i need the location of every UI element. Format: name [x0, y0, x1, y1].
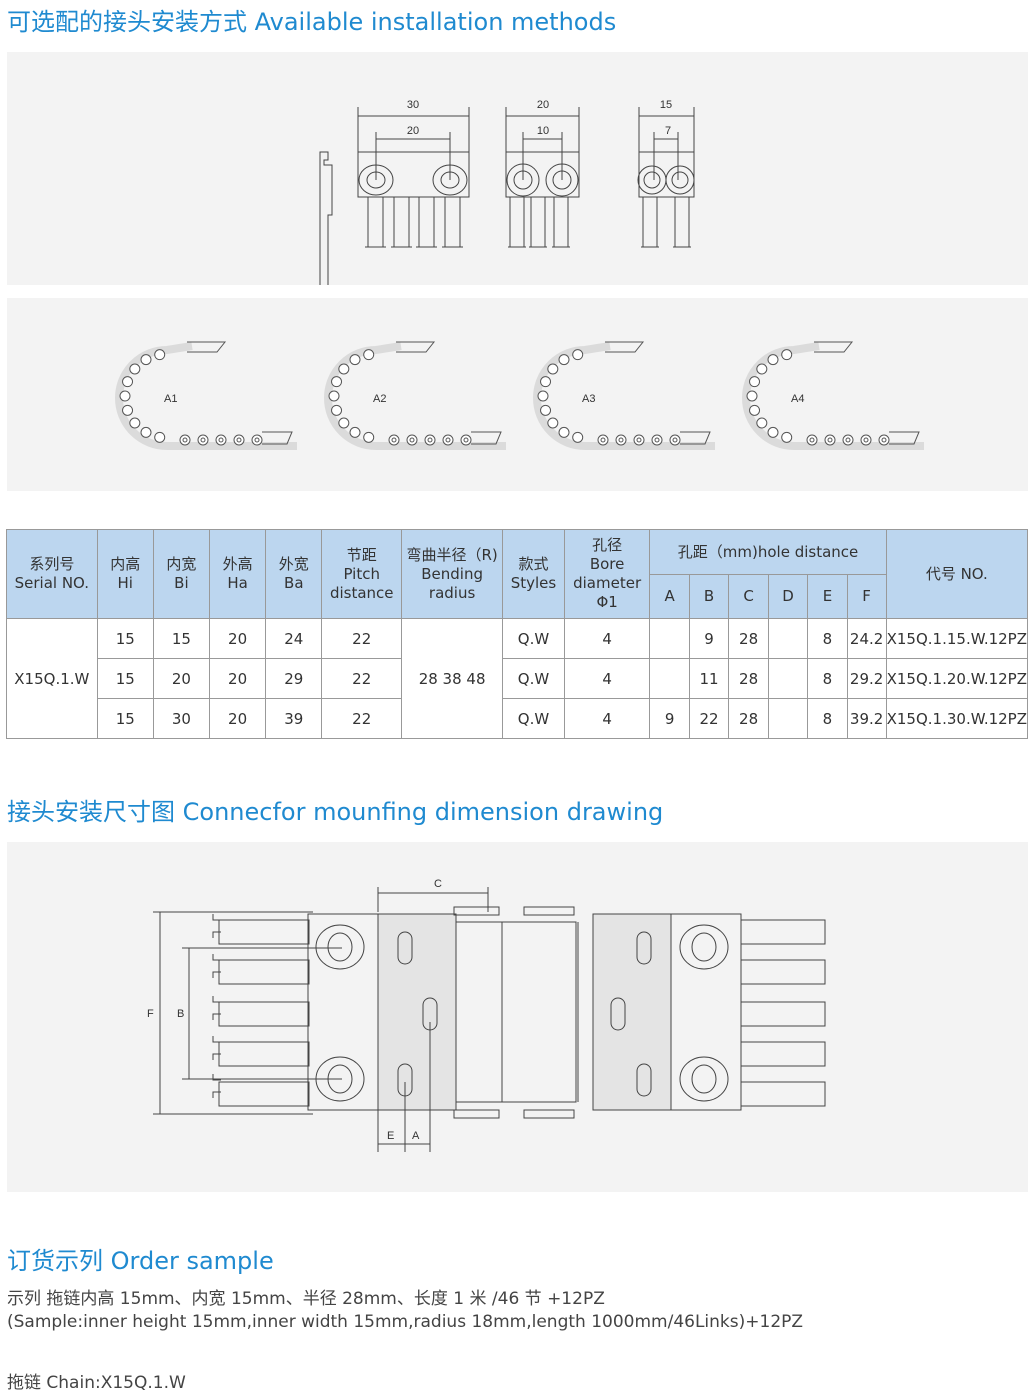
order-chain-code: 拖链 Chain:X15Q.1.W: [7, 1373, 186, 1393]
cell-ba: 24: [265, 618, 323, 659]
cell-bore: 4: [563, 658, 651, 699]
cell-E: 8: [807, 658, 848, 699]
cell-style: Q.W: [502, 658, 565, 699]
cell-no: X15Q.1.20.W.12PZ: [885, 658, 1029, 699]
cell-style: Q.W: [502, 698, 565, 739]
cell-pitch: 22: [321, 698, 403, 739]
label-f: F: [147, 1008, 154, 1020]
bend-chain-A4: A4: [742, 341, 924, 450]
cell-F: 39.2: [846, 698, 887, 739]
cell-D: [767, 658, 809, 699]
serial-cell: X15Q.1.W: [6, 618, 98, 739]
cell-D: [767, 698, 809, 739]
svg-text:A2: A2: [373, 393, 386, 405]
cell-D: [767, 618, 809, 659]
svg-text:A1: A1: [164, 393, 177, 405]
cell-hi: 15: [96, 698, 154, 739]
cell-C: 28: [728, 618, 769, 659]
cell-C: 28: [728, 658, 769, 699]
order-sample-line-en: (Sample:inner height 15mm,inner width 15…: [7, 1312, 804, 1332]
cell-bi: 15: [152, 618, 211, 659]
cell-no: X15Q.1.30.W.12PZ: [885, 698, 1029, 739]
dim-outer-30: 30: [407, 99, 419, 111]
cell-ha: 20: [208, 618, 267, 659]
side-view: [319, 151, 333, 298]
cell-bi: 20: [152, 658, 211, 699]
section-title-dimension: 接头安装尺寸图 Connecfor mounfing dimension dra…: [7, 798, 664, 826]
cell-C: 28: [728, 698, 769, 739]
label-c: C: [434, 878, 442, 890]
hole-col-C: C: [728, 574, 769, 619]
dim-outer-15: 15: [660, 99, 672, 111]
dim-inner-7: 7: [665, 125, 671, 137]
section-title-installation: 可选配的接头安装方式 Available installation method…: [7, 8, 617, 36]
connector-15: 15 7: [637, 99, 695, 248]
cell-bi: 30: [152, 698, 211, 739]
cell-pitch: 22: [321, 618, 403, 659]
order-sample-line-cn: 示列 拖链内高 15mm、内宽 15mm、半径 28mm、长度 1 米 /46 …: [7, 1289, 605, 1309]
connector-drawing-panel: 30 20 20 10 15 7: [7, 52, 1028, 298]
label-e: E: [387, 1130, 394, 1142]
cell-style: Q.W: [502, 618, 565, 659]
cell-B: 22: [688, 698, 730, 739]
connector-types-drawing: 30 20 20 10 15 7: [319, 99, 695, 298]
dimension-drawing-panel: C F B E A: [7, 842, 1028, 1192]
cell-pitch: 22: [321, 658, 403, 699]
cell-bore: 4: [563, 698, 651, 739]
hole-col-B: B: [688, 574, 730, 619]
cell-no: X15Q.1.15.W.12PZ: [885, 618, 1029, 659]
dim-inner-30: 20: [407, 125, 419, 137]
bend-types-drawing: A1 A2 A3 A4: [115, 341, 924, 450]
mounting-dimension-drawing: C F B E A: [147, 878, 826, 1152]
hole-col-F: F: [846, 574, 887, 619]
connector-30: 30 20: [357, 99, 470, 248]
cell-F: 24.2: [846, 618, 887, 659]
dim-outer-20: 20: [537, 99, 549, 111]
hole-col-A: A: [649, 574, 690, 619]
radius-cell: 28 38 48: [401, 618, 504, 739]
svg-text:A3: A3: [582, 393, 595, 405]
hole-col-D: D: [767, 574, 809, 619]
cell-hi: 15: [96, 618, 154, 659]
bend-chain-A3: A3: [533, 341, 715, 450]
svg-text:A4: A4: [791, 393, 804, 405]
cell-A: [649, 658, 690, 699]
cell-ba: 29: [265, 658, 323, 699]
cell-hi: 15: [96, 658, 154, 699]
label-a: A: [412, 1130, 420, 1142]
hole-col-E: E: [807, 574, 848, 619]
bend-types-panel: A1 A2 A3 A4: [7, 298, 1028, 491]
cell-bore: 4: [563, 618, 651, 659]
section-title-order: 订货示列 Order sample: [7, 1247, 274, 1275]
label-b: B: [177, 1008, 184, 1020]
cell-A: 9: [649, 698, 690, 739]
bend-chain-A2: A2: [324, 341, 506, 450]
cell-B: 9: [688, 618, 730, 659]
connector-20: 20 10: [505, 99, 580, 248]
dim-inner-10: 10: [537, 125, 549, 137]
bend-chain-A1: A1: [115, 341, 297, 450]
cell-F: 29.2: [846, 658, 887, 699]
cell-E: 8: [807, 618, 848, 659]
cell-ha: 20: [208, 698, 267, 739]
cell-E: 8: [807, 698, 848, 739]
cell-A: [649, 618, 690, 659]
cell-B: 11: [688, 658, 730, 699]
cell-ba: 39: [265, 698, 323, 739]
cell-ha: 20: [208, 658, 267, 699]
